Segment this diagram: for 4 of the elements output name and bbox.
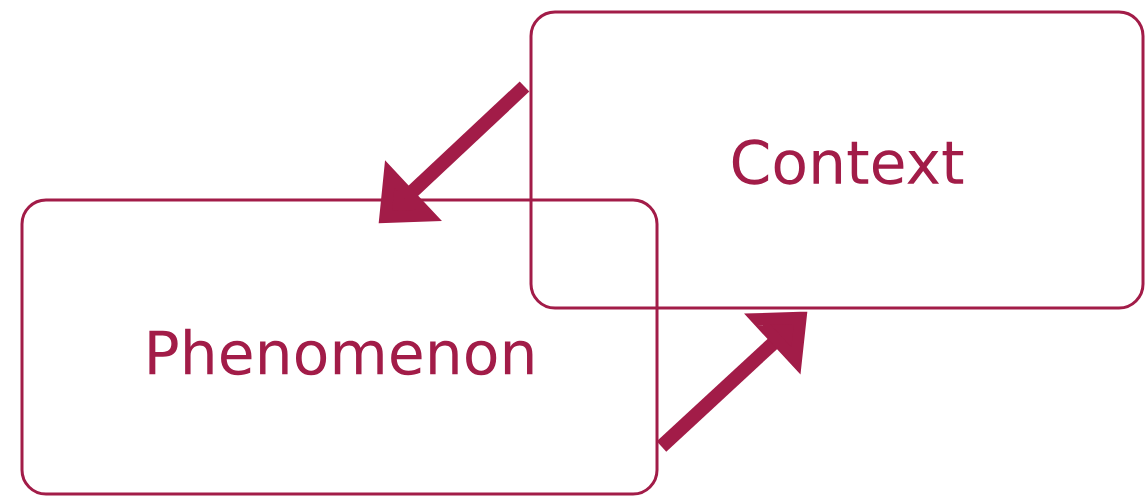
box-label: Phenomenon bbox=[149, 328, 533, 376]
rounded-box bbox=[529, 10, 1145, 310]
rounded-box bbox=[20, 198, 659, 496]
box-label: Context bbox=[732, 139, 964, 185]
